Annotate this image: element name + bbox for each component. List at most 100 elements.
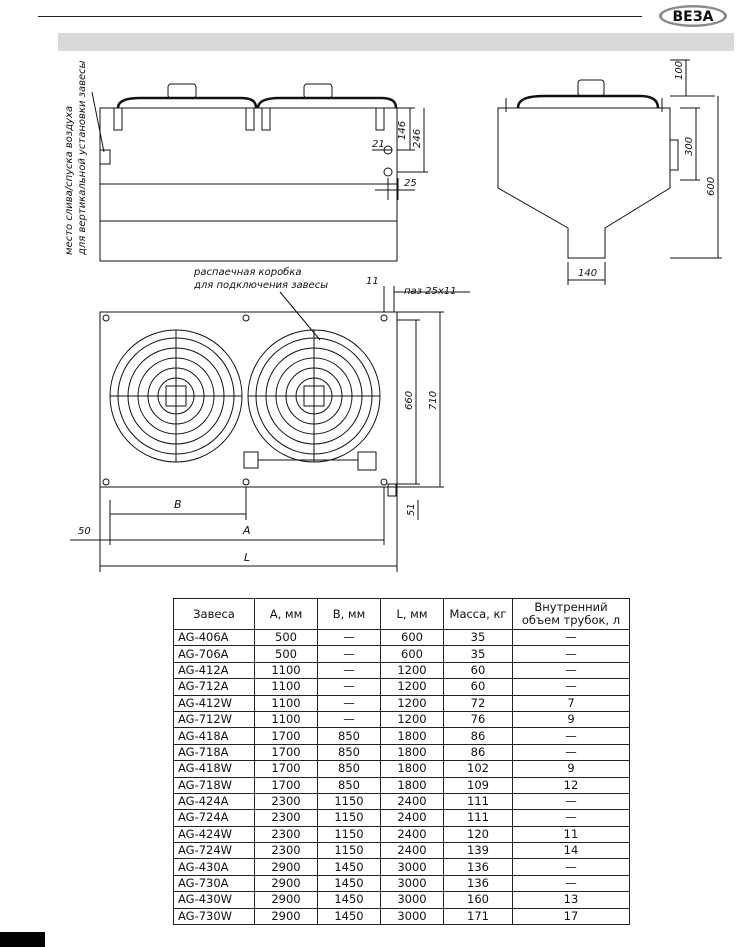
table-cell: 2900 [254,858,318,876]
table-cell: 1200 [380,678,444,696]
dim-B: B [174,498,182,511]
table-cell: 850 [317,727,381,745]
table-cell: 600 [380,628,444,647]
col-header: Внутренний объем трубок, л [512,598,630,630]
table-cell: 600 [380,645,444,663]
dim-L: L [244,551,250,564]
table-cell: 13 [512,891,630,909]
dim-300: 300 [684,137,695,156]
table-cell: — [512,874,630,893]
table-cell: AG-430A [173,858,255,876]
table-cell: 2900 [254,891,318,909]
table-cell: AG-718A [173,743,255,762]
table-cell: AG-424W [173,825,255,844]
table-cell: 160 [443,891,513,909]
table-cell: AG-718W [173,776,255,794]
table-cell: 60 [443,678,513,696]
front-view [91,83,428,262]
table-cell: 1200 [380,694,444,712]
table-cell: 12 [512,776,630,794]
table-cell: 1200 [380,710,444,729]
table-cell: 1450 [317,907,381,926]
table-cell: 1150 [317,842,381,860]
dim-A: A [242,524,251,537]
table-cell: — [317,628,381,647]
table-cell: 3000 [380,858,444,876]
spec-table: Завеса А, мм В, мм L, мм Масса, кг Внутр… [173,598,630,926]
table-cell: 76 [443,710,513,729]
side-note-2: для вертикальной установки завесы [77,60,88,256]
corner-mark [0,932,45,947]
table-cell: — [512,645,630,663]
table-cell: 14 [512,842,630,860]
table-cell: 2300 [254,792,318,811]
table-cell: AG-424A [173,792,255,811]
table-cell: AG-418A [173,727,255,745]
logo-text: ВЕЗА [672,9,713,25]
table-cell: 72 [443,694,513,712]
table-cell: 2900 [254,874,318,893]
slot-label: паз 25х11 [404,286,457,297]
col-header: L, мм [380,598,444,630]
table-cell: 9 [512,760,630,778]
table-cell: — [512,628,630,647]
table-cell: AG-730A [173,874,255,893]
table-cell: 850 [317,776,381,794]
dim-21: 21 [372,139,385,150]
table-cell: 2400 [380,809,444,827]
table-cell: AG-712W [173,710,255,729]
technical-drawings: место слива/спуска воздуха для вертикаль… [64,59,722,572]
table-cell: 2400 [380,842,444,860]
col-header: Завеса [173,598,255,630]
table-cell: 136 [443,858,513,876]
table-cell: 35 [443,645,513,663]
table-cell: 139 [443,842,513,860]
table-cell: 1450 [317,874,381,893]
table-cell: 7 [512,694,630,712]
table-cell: 1450 [317,858,381,876]
header-rule [38,16,642,17]
table-cell: 1100 [254,710,318,729]
table-cell: — [317,678,381,696]
table-cell: 1150 [317,792,381,811]
col-header: Масса, кг [443,598,513,630]
table-cell: 2400 [380,792,444,811]
dim-51: 51 [406,503,417,516]
junction-box-label-1: распаечная коробка [193,266,302,278]
side-view [497,59,722,285]
table-header-row: Завеса А, мм В, мм L, мм Масса, кг Внутр… [173,598,630,630]
dim-146: 146 [397,121,408,140]
table-cell: 1700 [254,743,318,762]
table-cell: — [317,645,381,663]
dim-140: 140 [578,268,597,279]
table-cell: 1150 [317,825,381,844]
table-cell: 2300 [254,809,318,827]
table-cell: — [512,661,630,680]
table-cell: — [317,710,381,729]
table-cell: 3000 [380,891,444,909]
dim-710: 710 [428,391,439,410]
dim-600: 600 [706,177,717,196]
dim-11: 11 [366,276,379,287]
table-cell: 1100 [254,694,318,712]
table-cell: 3000 [380,874,444,893]
table-cell: 1100 [254,678,318,696]
col-header: В, мм [317,598,381,630]
section-bar [58,33,734,51]
table-cell: — [512,792,630,811]
table-cell: — [512,743,630,762]
table-cell: AG-412W [173,694,255,712]
table-cell: AG-418W [173,760,255,778]
side-note-1: место слива/спуска воздуха [64,106,75,255]
